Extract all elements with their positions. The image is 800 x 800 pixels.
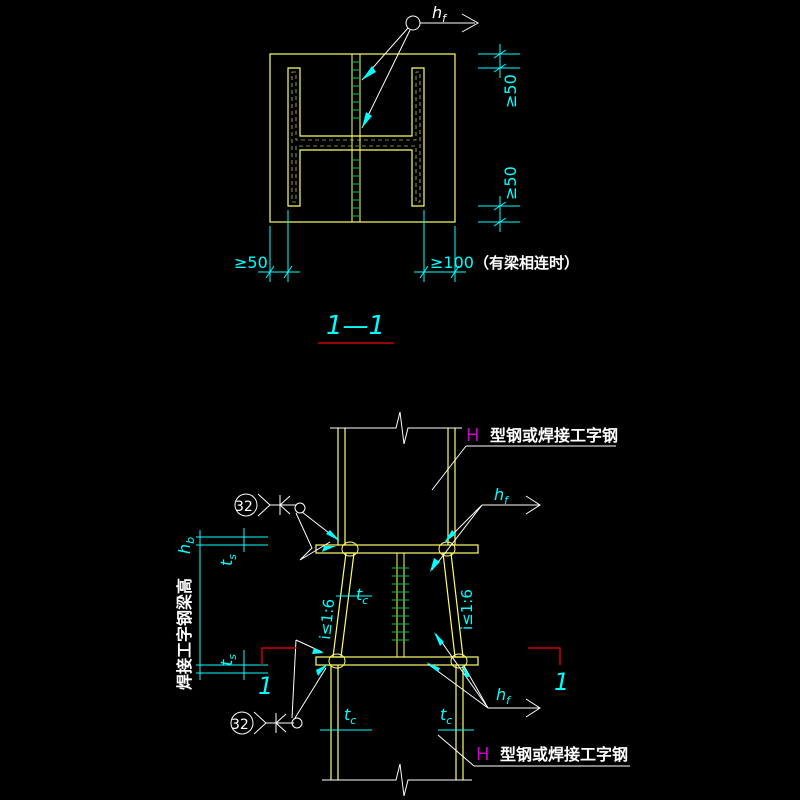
web-weld-hatch: [352, 61, 360, 217]
weld-tail-lower: [253, 711, 267, 735]
section-cut-number-right: 1: [554, 668, 569, 696]
weld-circle-lower-small: [291, 717, 303, 729]
weld-leader-lower-2: [291, 639, 297, 719]
weld-detail-number-upper: 32: [235, 499, 253, 515]
hf-lower-arrow-1: [462, 664, 470, 678]
hf-lower-arrow-2: [434, 632, 444, 646]
weld-size-label: hf: [432, 3, 448, 25]
h-section-inner: [291, 71, 421, 203]
weld-arrow-1: [362, 66, 376, 80]
end-plate: [269, 53, 456, 223]
dim-right-value-label: ≥100: [430, 253, 474, 272]
hf-upper-arrow-2: [430, 558, 440, 572]
section-cut-left: [261, 647, 296, 665]
hf-upper-tail: [525, 495, 541, 515]
dim-right-note: （有梁相连时）: [474, 254, 579, 272]
member-top-leader: [431, 445, 467, 491]
weld-leader-upper: [295, 512, 331, 561]
weld-oval-ur: [438, 541, 456, 557]
top-break-line: [330, 411, 462, 445]
member-bottom-prefix: H: [476, 744, 490, 765]
panel-weld-hatch: [392, 567, 409, 641]
weld-detail-number-lower: 32: [231, 717, 249, 733]
dim-left-beam-height: [196, 528, 268, 680]
bottom-break-line: [322, 763, 472, 797]
weld-arrow-lower-1: [316, 664, 328, 676]
dim-left-label: ≥50: [234, 253, 268, 272]
weld-arrow-lower-2: [312, 648, 324, 654]
hf-lower-label: hf: [496, 685, 512, 707]
weld-arrow-upper-2: [322, 546, 336, 552]
section-view: hf ≥50 ≥50 ≥50: [234, 3, 579, 344]
taper-flange-right: [442, 552, 464, 658]
weld-oval-lr: [450, 653, 468, 669]
weld-arrow-2: [362, 112, 372, 128]
member-top-prefix: H: [466, 425, 480, 446]
slope-label-left: i≤1:6: [316, 598, 338, 641]
weld-oval-ul: [341, 541, 359, 557]
member-top-label: 型钢或焊接工字钢: [490, 426, 618, 445]
section-title: 1—1: [326, 311, 385, 341]
ts-label-lower: ts: [217, 654, 239, 666]
hf-lower-leader-1: [463, 665, 489, 709]
hf-upper-leader-2: [431, 504, 483, 571]
member-bottom-leader: [437, 734, 475, 767]
tc-label-lower-left: tc: [344, 705, 356, 727]
hf-lower-tail: [525, 698, 541, 718]
elevation-view: H 型钢或焊接工字钢 H 型钢或焊接工字钢 32 32 hf: [175, 411, 630, 797]
weld-leader-2: [361, 29, 411, 129]
weld-all-around-circle: [405, 15, 421, 31]
tc-label-taper: tc: [356, 585, 368, 607]
dim-bottom-horizontal: [258, 210, 466, 282]
beam-height-symbol: hb: [175, 537, 197, 554]
hf-upper-label: hf: [494, 485, 510, 507]
weld-tail-upper: [257, 493, 271, 517]
dim-bottom-label: ≥50: [501, 166, 520, 200]
weld-arrow-upper-1: [326, 530, 340, 541]
hf-upper-arrow-1: [444, 530, 456, 543]
weld-detail-circle-upper: [234, 493, 258, 517]
member-bottom-label: 型钢或焊接工字钢: [500, 745, 628, 764]
weld-circle-upper-small: [294, 502, 306, 514]
taper-flange-left: [332, 552, 355, 658]
weld-symbol-upper: [279, 495, 291, 515]
hf-lower-arrow-3: [426, 662, 440, 672]
lower-plate: [315, 656, 479, 666]
beam-height-label: 焊接工字钢梁高: [175, 578, 194, 690]
weld-detail-circle-lower: [230, 711, 254, 735]
weld-leader-lower-1: [294, 667, 327, 719]
dim-right-vertical: [478, 44, 520, 232]
weld-symbol-lower: [275, 713, 287, 733]
hf-lower-leader-2: [435, 633, 489, 709]
section-cut-right: [528, 647, 561, 665]
dim-top-label: ≥50: [501, 74, 520, 108]
upper-plate: [315, 544, 479, 554]
ts-label-upper: ts: [217, 554, 239, 566]
weld-tail-flag: [461, 13, 480, 33]
tc-label-lower-right: tc: [440, 705, 452, 727]
section-cut-number-left: 1: [258, 672, 273, 700]
slope-label-right: i≤1:6: [458, 589, 476, 630]
weld-oval-ll: [328, 653, 346, 669]
h-section-shape: [287, 67, 425, 207]
